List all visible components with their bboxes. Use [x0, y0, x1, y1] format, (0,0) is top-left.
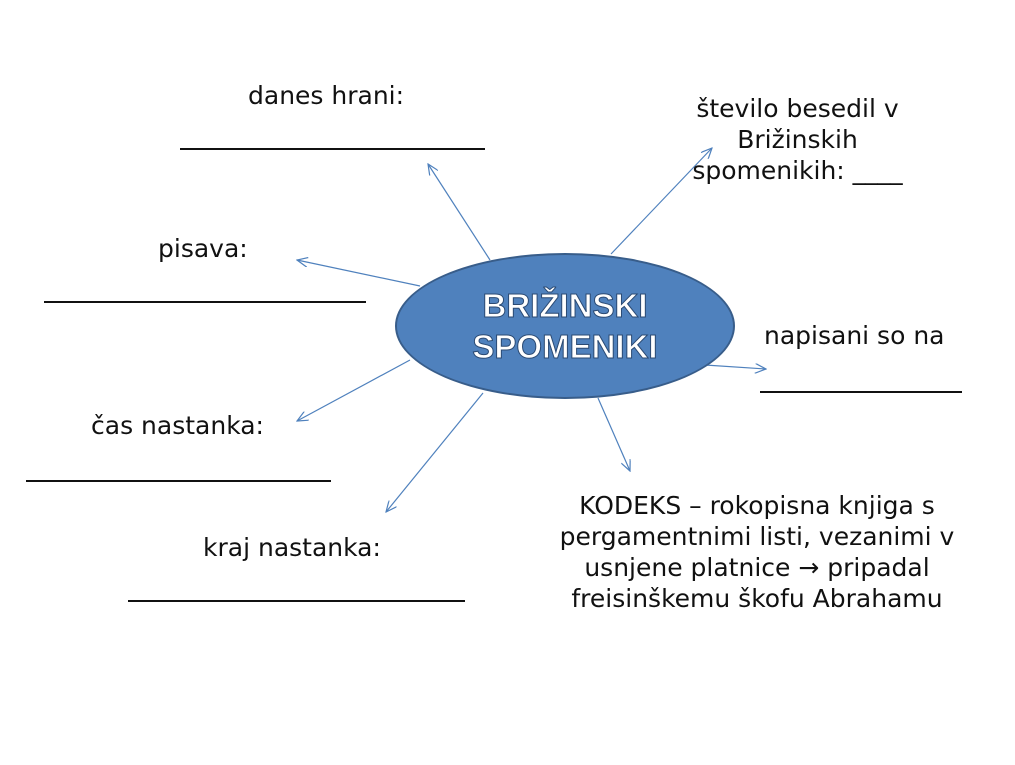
- arrow-kodeks: [597, 397, 630, 471]
- stevilo-line-1: število besedil v: [696, 94, 899, 123]
- kodeks-text: KODEKS – rokopisna knjiga s pergamentnim…: [532, 490, 982, 614]
- stevilo-line-2: Brižinskih: [737, 125, 858, 154]
- arrow-danes-hrani: [428, 164, 491, 261]
- stevilo-besedil-text: število besedil v Brižinskih spomenikih:…: [670, 93, 925, 186]
- arrow-kraj-nastanka: [386, 392, 484, 512]
- central-topic-title: BRIŽINSKI SPOMENIKI: [472, 286, 658, 365]
- pisava-label: pisava:: [158, 234, 248, 263]
- kodeks-line-1: KODEKS – rokopisna knjiga s: [579, 491, 935, 520]
- arrow-pisava: [297, 260, 421, 287]
- cas-nastanka-blank: [26, 480, 331, 482]
- danes-hrani-label: danes hrani:: [248, 81, 405, 110]
- arrow-stevilo-besedil: [610, 148, 712, 255]
- danes-hrani-blank: [180, 148, 485, 150]
- cas-nastanka-label: čas nastanka:: [91, 411, 264, 440]
- kodeks-line-4: freisinškemu škofu Abrahamu: [571, 584, 943, 613]
- arrow-napisani: [704, 365, 766, 369]
- napisani-blank: [760, 391, 962, 393]
- arrow-cas-nastanka: [297, 359, 411, 421]
- central-topic-ellipse: BRIŽINSKI SPOMENIKI: [395, 253, 735, 399]
- stevilo-line-3: spomenikih: ____: [692, 156, 903, 185]
- kraj-nastanka-blank: [128, 600, 465, 602]
- kodeks-line-3: usnjene platnice → pripadal: [584, 553, 930, 582]
- pisava-blank: [44, 301, 366, 303]
- kraj-nastanka-label: kraj nastanka:: [203, 533, 381, 562]
- napisani-label: napisani so na: [764, 321, 945, 350]
- kodeks-line-2: pergamentnimi listi, vezanimi v: [559, 522, 955, 551]
